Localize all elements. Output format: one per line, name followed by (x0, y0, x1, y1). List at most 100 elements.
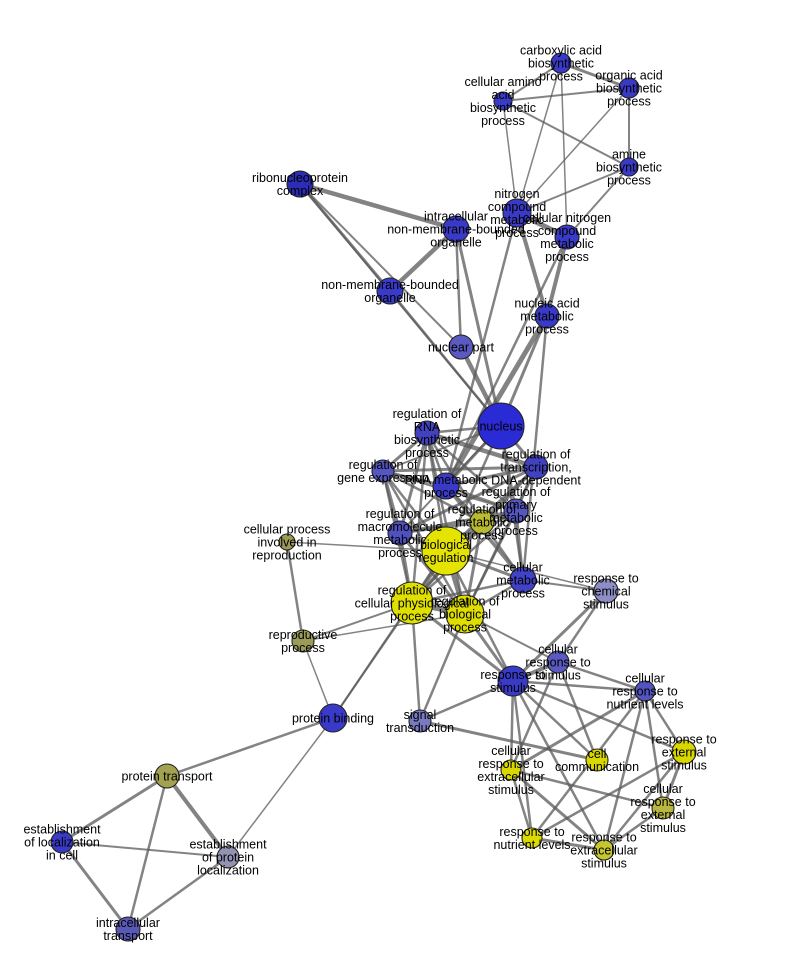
node-circle-amine[interactable] (619, 157, 639, 177)
node-resstim[interactable] (497, 665, 529, 697)
node-carboxylic[interactable] (550, 52, 572, 74)
node-circle-cellmet[interactable] (509, 566, 537, 594)
node-cellcomm[interactable] (585, 748, 609, 772)
node-amine[interactable] (619, 157, 639, 177)
node-layer (50, 52, 697, 942)
edge-reschem-cellresstim (556, 589, 608, 664)
node-cellresnut[interactable] (634, 680, 656, 702)
node-circle-nucacid[interactable] (534, 303, 560, 329)
node-circle-regtrans[interactable] (523, 454, 549, 480)
node-nucleus[interactable] (477, 402, 525, 450)
node-regRNAbio[interactable] (414, 420, 440, 446)
node-cpir[interactable] (278, 533, 296, 551)
node-circle-nitrogen[interactable] (502, 198, 532, 228)
node-circle-rnp[interactable] (286, 170, 314, 198)
node-circle-regRNAbio[interactable] (414, 420, 440, 446)
node-nmb[interactable] (376, 277, 404, 305)
node-sigtrans[interactable] (408, 709, 432, 733)
edge-cellnitro-nucacid (545, 235, 569, 318)
node-circle-cellresext[interactable] (651, 796, 675, 820)
node-resext[interactable] (671, 739, 697, 765)
node-reggene[interactable] (371, 459, 395, 483)
node-circle-cellresextra[interactable] (500, 759, 522, 781)
node-cellresextra[interactable] (500, 759, 522, 781)
node-circle-regmet[interactable] (469, 509, 495, 535)
node-nucpart[interactable] (448, 334, 474, 360)
node-resextra[interactable] (593, 839, 615, 861)
node-cellnitro[interactable] (554, 224, 580, 250)
node-circle-regprim[interactable] (503, 498, 529, 524)
node-circle-cpir[interactable] (278, 533, 296, 551)
node-circle-nucpart[interactable] (448, 334, 474, 360)
node-circle-amino[interactable] (493, 91, 513, 111)
node-protbind[interactable] (318, 703, 348, 733)
edge-amine-cellnitro (566, 166, 630, 238)
node-circle-cellnitro[interactable] (554, 224, 580, 250)
node-circle-nmb[interactable] (376, 277, 404, 305)
node-circle-reggene[interactable] (371, 459, 395, 483)
node-intratrans[interactable] (115, 916, 141, 942)
edge-resstim-cellresnut (511, 679, 647, 693)
node-circle-regbio[interactable] (445, 594, 485, 634)
node-rnamet[interactable] (432, 472, 460, 500)
edge-carboxylic-nitrogen (516, 62, 562, 214)
edge-amine-nitrogen (516, 166, 630, 214)
node-nucacid[interactable] (534, 303, 560, 329)
edge-reschem-resstim (511, 589, 608, 683)
node-repro[interactable] (291, 629, 315, 653)
node-estloc[interactable] (50, 830, 74, 854)
node-circle-regcellphys[interactable] (390, 581, 434, 625)
edge-amino-organic (502, 87, 630, 102)
node-cellresext[interactable] (651, 796, 675, 820)
node-circle-resextra[interactable] (593, 839, 615, 861)
node-circle-cellresstim[interactable] (546, 650, 570, 674)
edge-resstim-sigtrans (418, 679, 515, 723)
edge-prottrans-estloc (60, 774, 169, 844)
node-bioreg[interactable] (421, 526, 471, 576)
node-circle-intranmb[interactable] (442, 215, 470, 243)
node-circle-sigtrans[interactable] (408, 709, 432, 733)
node-prottrans[interactable] (154, 763, 180, 789)
edge-resstim-resext (511, 679, 686, 754)
node-circle-protbind[interactable] (318, 703, 348, 733)
node-regbio[interactable] (445, 594, 485, 634)
node-nitrogen[interactable] (502, 198, 532, 228)
node-circle-intratrans[interactable] (115, 916, 141, 942)
node-circle-rnamet[interactable] (432, 472, 460, 500)
node-estprot[interactable] (216, 845, 240, 869)
node-circle-reschem[interactable] (593, 578, 619, 604)
node-cellmet[interactable] (509, 566, 537, 594)
node-reschem[interactable] (593, 578, 619, 604)
node-circle-carboxylic[interactable] (550, 52, 572, 74)
node-circle-estloc[interactable] (50, 830, 74, 854)
node-regmacro[interactable] (387, 520, 413, 546)
node-circle-repro[interactable] (291, 629, 315, 653)
node-circle-organic[interactable] (618, 77, 640, 99)
node-organic[interactable] (618, 77, 640, 99)
node-circle-resnut[interactable] (521, 827, 543, 849)
edge-regRNAbio-regtrans (424, 430, 539, 470)
node-circle-cellresnut[interactable] (634, 680, 656, 702)
node-regtrans[interactable] (523, 454, 549, 480)
edge-cellresstim-cellcomm (556, 660, 599, 762)
node-regmet[interactable] (469, 509, 495, 535)
node-circle-nucleus[interactable] (477, 402, 525, 450)
node-circle-prottrans[interactable] (154, 763, 180, 789)
node-cellresstim[interactable] (546, 650, 570, 674)
node-intranmb[interactable] (442, 215, 470, 243)
node-circle-resstim[interactable] (497, 665, 529, 697)
node-regcellphys[interactable] (390, 581, 434, 625)
node-circle-resext[interactable] (671, 739, 697, 765)
edge-nucacid-rnamet (443, 313, 550, 489)
node-amino[interactable] (493, 91, 513, 111)
node-resnut[interactable] (521, 827, 543, 849)
node-circle-cellcomm[interactable] (585, 748, 609, 772)
node-rnp[interactable] (286, 170, 314, 198)
edge-protbind-regcellphys (332, 602, 413, 719)
node-circle-bioreg[interactable] (421, 526, 471, 576)
node-regprim[interactable] (503, 498, 529, 524)
node-circle-estprot[interactable] (216, 845, 240, 869)
edge-layer (60, 61, 686, 931)
node-circle-regmacro[interactable] (387, 520, 413, 546)
